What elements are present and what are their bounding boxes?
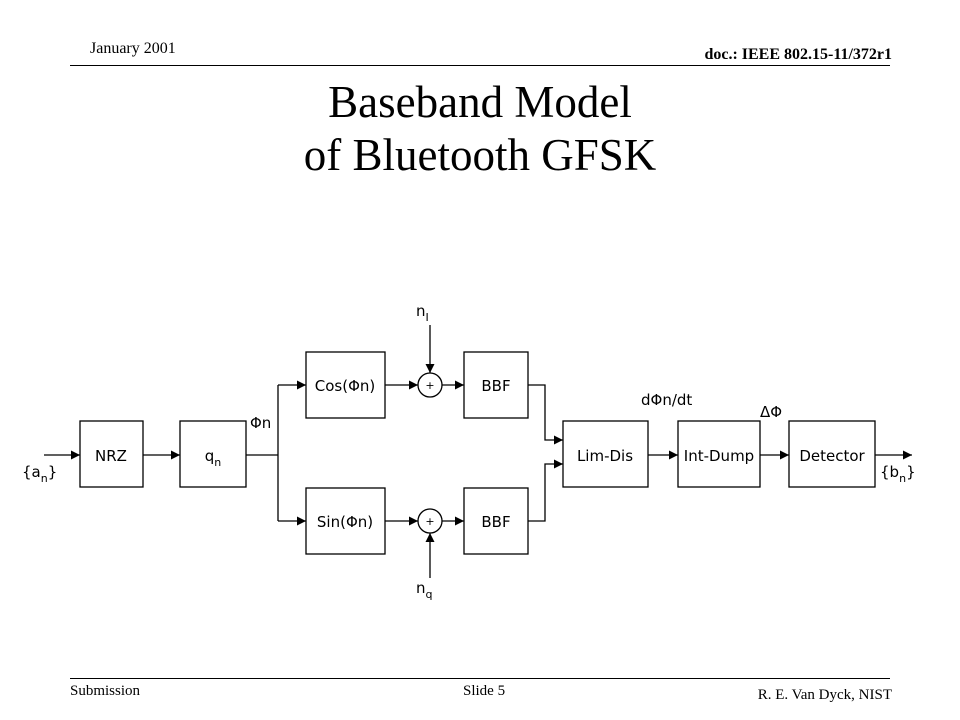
label-qn: qn: [205, 447, 222, 469]
label-sin: Sin(Φn): [317, 513, 373, 531]
footer-slide-number: Slide 5: [463, 683, 506, 699]
summer-top: [417, 372, 443, 398]
wire-bbf-top-limdis: [528, 384, 563, 445]
slide-title-line-2: of Bluetooth GFSK: [303, 130, 657, 180]
block-nrz: [79, 420, 144, 488]
label-intdump: Int-Dump: [684, 447, 754, 465]
label-cos: Cos(Φn): [315, 377, 375, 395]
summer-bottom: [417, 508, 443, 534]
footer-divider: [70, 678, 890, 679]
footer-submission: Submission: [70, 683, 141, 699]
slide-title-line-1: Baseband Model: [328, 77, 632, 127]
label-bbf-top: BBF: [481, 377, 510, 395]
block-intdump: [677, 420, 761, 488]
footer-author: R. E. Van Dyck, NIST: [757, 687, 892, 703]
signal-phi-label: Φn: [250, 414, 271, 432]
block-qn: [179, 420, 247, 488]
block-detector: [788, 420, 876, 488]
block-bbf-top: [463, 351, 529, 419]
label-limdis: Lim-Dis: [577, 447, 633, 465]
signal-noise-i-label: nI: [416, 302, 429, 324]
label-bbf-bottom: BBF: [481, 513, 510, 531]
signal-delta-phi-label: ΔΦ: [760, 403, 782, 421]
wire-bbf-bottom-limdis: [528, 459, 563, 522]
header-date: January 2001: [90, 40, 176, 57]
label-nrz: NRZ: [95, 447, 127, 465]
block-sin: [305, 487, 386, 555]
block-cos: [305, 351, 386, 419]
signal-dphi-label: dΦn/dt: [641, 391, 692, 409]
summer-bottom-symbol: +: [425, 515, 434, 528]
block-limdis: [562, 420, 649, 488]
slide-title: Baseband Model of Bluetooth GFSK: [0, 76, 960, 182]
header-doc-id: doc.: IEEE 802.15-11/372r1: [704, 46, 892, 63]
header-divider: [70, 65, 890, 66]
label-detector: Detector: [799, 447, 865, 465]
signal-output-label: {bn}: [880, 463, 916, 485]
summer-top-symbol: +: [425, 379, 434, 392]
signal-noise-q-label: nq: [416, 579, 433, 601]
block-bbf-bottom: [463, 487, 529, 555]
signal-input-label: {an}: [22, 463, 57, 485]
